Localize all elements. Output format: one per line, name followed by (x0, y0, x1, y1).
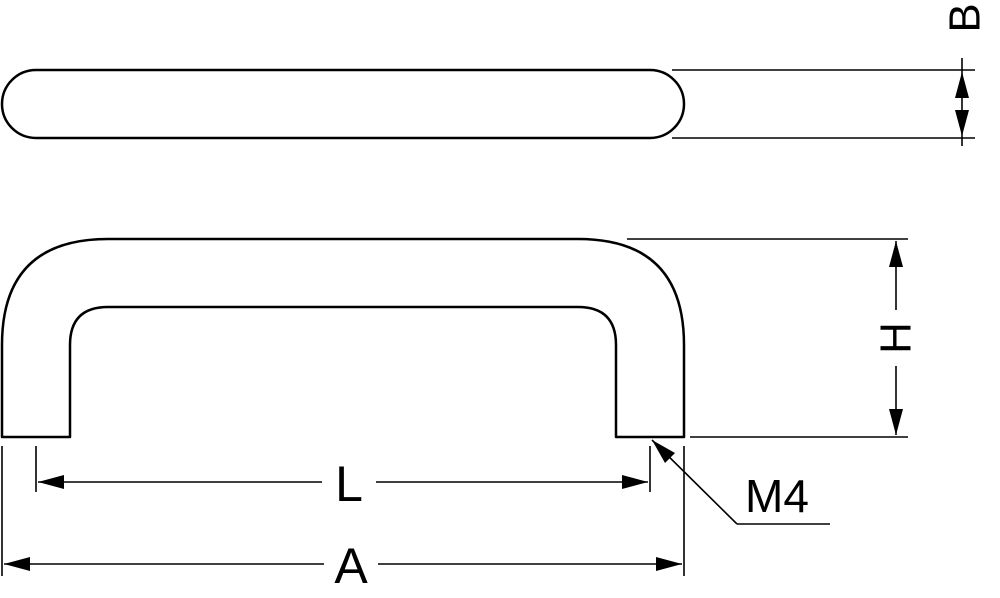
m4-label: M4 (745, 470, 809, 522)
b-label: B (941, 3, 990, 32)
l-label: L (335, 456, 363, 512)
handle-top-view (0, 68, 686, 140)
h-arrow-top (889, 241, 903, 267)
b-arrow-top (955, 72, 969, 98)
b-arrow-bottom (955, 110, 969, 136)
h-arrow-bottom (889, 409, 903, 435)
a-arrow-right (656, 557, 682, 571)
a-arrow-left (4, 557, 30, 571)
l-arrow-right (622, 475, 648, 489)
a-label: A (334, 538, 368, 594)
m4-leader-arrow (652, 440, 675, 463)
l-arrow-left (38, 475, 64, 489)
h-label: H (872, 322, 921, 354)
handle-front-view (0, 237, 686, 439)
